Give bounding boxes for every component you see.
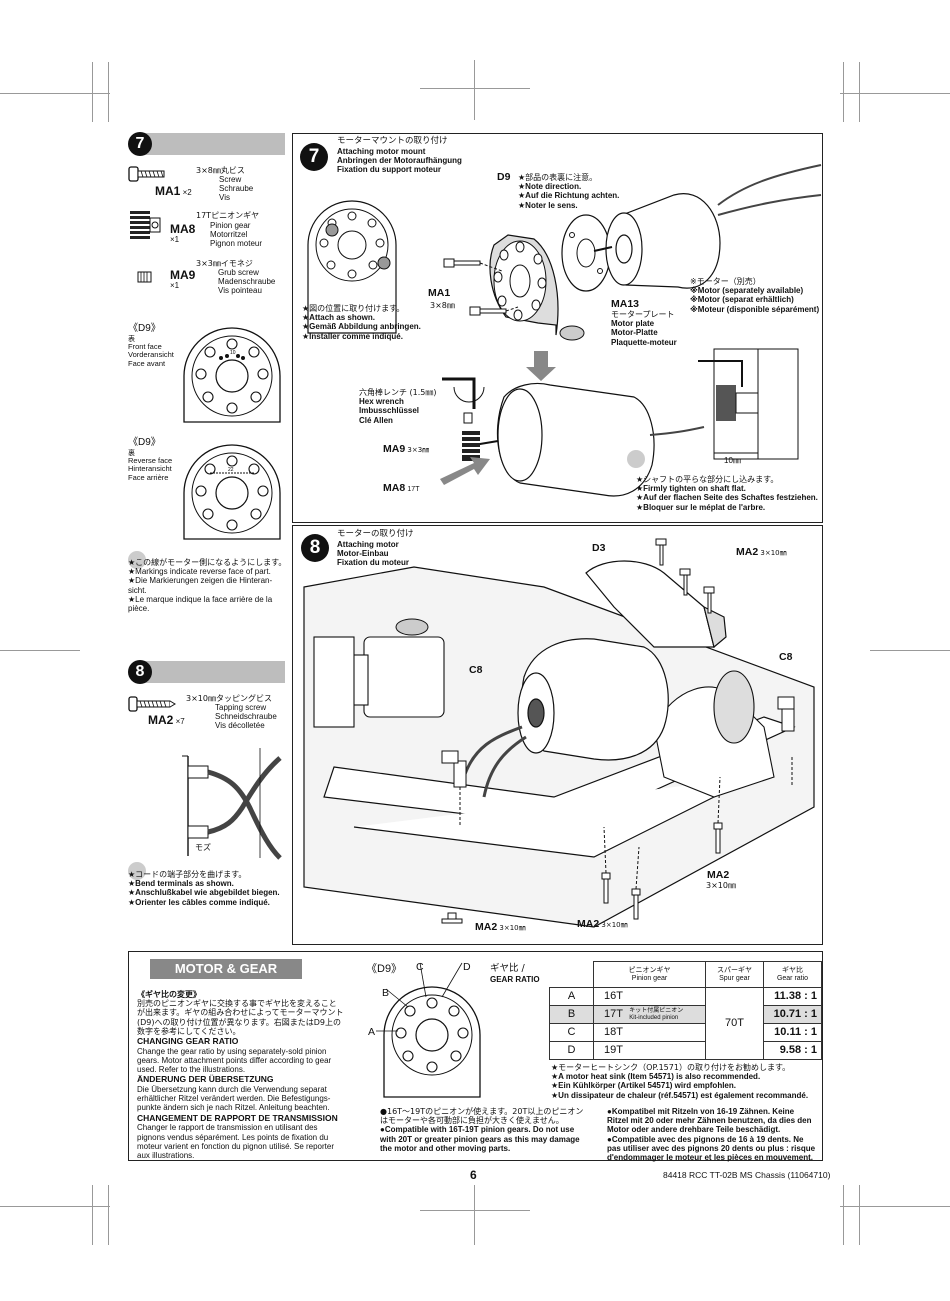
ratio-row-a: A 16T 70T 11.38 : 1 — [549, 987, 822, 1060]
dimension-label: 10㎜ — [724, 456, 741, 465]
c8-left-label: C8 — [469, 664, 483, 676]
step7-title: モーターマウントの取り付け Attaching motor mount Anbr… — [337, 136, 462, 175]
ma8-qty: ×1 — [170, 235, 180, 244]
ma8-callout: MA8 17T — [383, 482, 420, 494]
pos-a-label: A — [368, 1026, 376, 1038]
gear-ratio-instructions: 《ギヤ比の変更》 別売のピニオンギヤに交換する事でギヤ比を変えること が出来ます… — [137, 990, 344, 1160]
ma9-name: MA9 — [170, 268, 196, 282]
d9-front-label: 《D9》 表 Front face Vorderansicht Face ava… — [128, 323, 174, 368]
ma1-size: 3×8㎜丸ビス — [196, 166, 245, 175]
step8-parts-number: 8 — [128, 660, 152, 684]
reverse-note-marker — [128, 551, 146, 569]
ma2-name: MA2 ×7 — [148, 713, 185, 727]
heatsink-notes: ★モーターヒートシンク（OP.1571）の取り付けをお勧めします。 ★A mot… — [551, 1063, 809, 1100]
spur-gear-cell: 70T — [705, 987, 764, 1060]
compat-notes-right: ●Kompatibel mit Ritzeln von 16-19 Zähnen… — [607, 1107, 816, 1162]
ma1-name: MA1 ×2 — [155, 184, 192, 198]
d3-label: D3 — [592, 542, 606, 554]
ma8-pinion-gear-icon — [130, 211, 161, 239]
compat-notes-left: ●16T〜19Tのピニオンが使えます。20T以上のピニオン はモーターや各可動部… — [380, 1107, 584, 1153]
step8-title: モーターの取り付け Attaching motor Motor-Einbau F… — [337, 529, 414, 568]
ma9-size: 3×3㎜イモネジ — [196, 259, 253, 268]
pos-d-label: D — [463, 961, 471, 973]
step7-main-box — [292, 133, 823, 523]
ma9-qty: ×1 — [170, 281, 180, 290]
c8-right-label: C8 — [779, 651, 793, 663]
step8-number: 8 — [301, 534, 329, 562]
step8-motor-install-drawing — [303, 538, 815, 928]
ma1-callout: MA1 — [428, 287, 451, 299]
bend-terminals-note: ★コードの端子部分を曲げます。 ★Bend terminals as shown… — [128, 870, 280, 907]
step7-number: 7 — [300, 143, 328, 171]
mg-d9-drawing — [376, 962, 481, 1098]
pos-c-label: C — [416, 961, 424, 973]
ma9-callout: MA9 3×3㎜ — [383, 443, 430, 455]
ma8-size: 17Tピニオンギヤ — [196, 211, 260, 220]
mini-label: モズ — [195, 843, 211, 852]
page-number: 6 — [470, 1168, 477, 1182]
d9-front-face-drawing: 10 — [183, 327, 281, 423]
bend-note-marker — [128, 862, 146, 880]
gear-ratio-heading: ギヤ比 / GEAR RATIO — [490, 963, 540, 984]
ratio-row-d: D 19T 9.58 : 1 — [549, 1041, 822, 1060]
ma13-callout: MA13 — [611, 298, 640, 310]
mg-d9-label: 《D9》 — [366, 963, 403, 975]
motor-availability-notes: ※モーター（別売） ※Motor (separately available) … — [690, 277, 820, 314]
ma2-top-callout: MA2 3×10㎜ — [736, 546, 787, 558]
ma8-name: MA8 — [170, 222, 196, 236]
d9-direction-notes: ★部品の表裏に注意。 ★Note direction. ★Auf die Ric… — [518, 173, 620, 210]
step7-motor-mount-assembly-drawing — [307, 164, 822, 497]
svg-text:10: 10 — [230, 350, 236, 356]
ratio-row-c: C 18T 10.11 : 1 — [549, 1023, 822, 1042]
motor-gear-title: MOTOR & GEAR — [150, 959, 302, 979]
d9-reverse-face-drawing: 22 — [183, 444, 281, 540]
step7-parts-header — [138, 133, 285, 155]
ma2-bottom-left-callout: MA2 3×10㎜ — [475, 921, 526, 933]
d9-reverse-label: 《D9》 裏 Reverse face Hinteransicht Face a… — [128, 437, 173, 482]
ma2-tapping-screw-icon — [128, 696, 176, 712]
pos-b-label: B — [382, 987, 390, 999]
shaft-flat-notes: ★シャフトの平らな部分にし込みます。 ★Firmly tighten on sh… — [636, 475, 818, 512]
ma1-screw-icon — [128, 166, 165, 182]
reverse-face-note: ★この線がモーター側になるようにします。 ★Markings indicate … — [128, 558, 287, 613]
ma13-desc: モータープレート Motor plate Motor-Platte Plaque… — [611, 310, 677, 347]
ma9-grub-screw-icon — [137, 271, 152, 283]
bend-terminals-drawing — [182, 748, 282, 860]
svg-text:22: 22 — [228, 467, 234, 473]
ma2-bottom-mid-callout: MA2 3×10㎜ — [577, 918, 628, 930]
ma2-right-label: MA2 — [707, 869, 730, 881]
motor-gear-box — [128, 951, 823, 1161]
ma1-callout-size: 3×8㎜ — [430, 301, 455, 310]
ma2-size: 3×10㎜タッピングビス — [186, 694, 272, 703]
step7-parts-number: 7 — [128, 132, 152, 156]
step8-parts-header — [138, 661, 285, 683]
attach-notes: ★図の位置に取り付けます。 ★Attach as shown. ★Gemäß A… — [302, 304, 421, 341]
step8-main-box — [292, 525, 823, 945]
hex-wrench-label: 六角棒レンチ (1.5㎜) Hex wrench Imbusschlüssel … — [359, 388, 437, 425]
d9-label: D9 — [497, 171, 511, 183]
ma2-right-size: 3×10㎜ — [706, 881, 736, 890]
manual-code: 84418 RCC TT-02B MS Chassis (11064710) — [663, 1170, 831, 1180]
